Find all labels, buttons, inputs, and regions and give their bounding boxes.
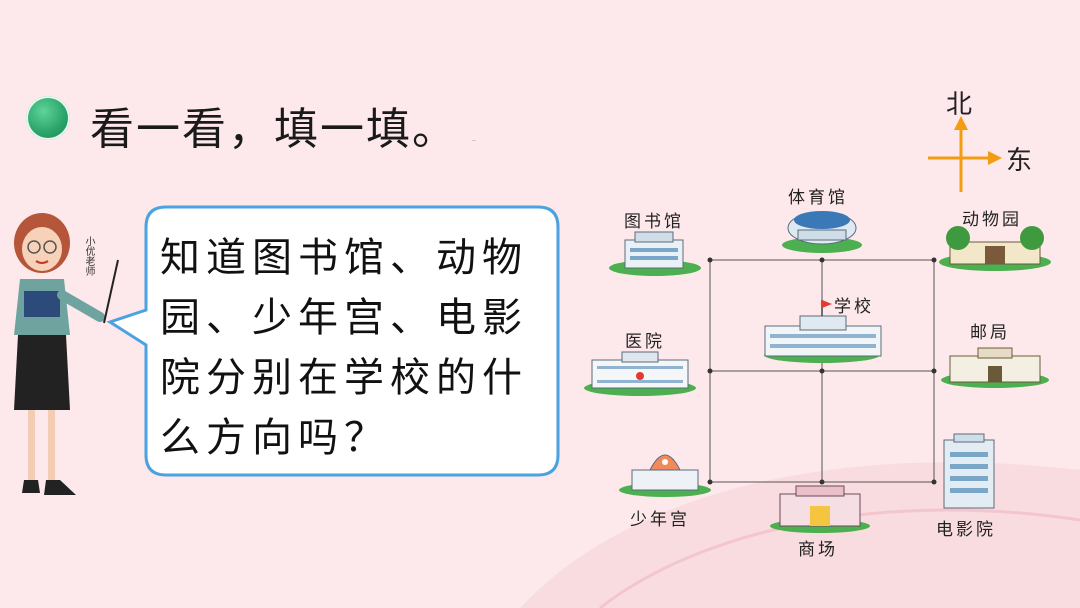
label-cinema: 电影院 [936, 520, 996, 540]
label-mall: 商场 [798, 540, 838, 560]
teacher-illustration [14, 213, 119, 495]
heading-mark: .. [472, 136, 476, 143]
label-youth-palace: 少年宫 [630, 510, 690, 530]
label-gym: 体育馆 [788, 188, 848, 208]
library-icon [609, 231, 701, 276]
compass-east-label: 东 [1006, 146, 1033, 176]
cinema-icon [943, 433, 995, 509]
mall-icon [770, 485, 870, 533]
post-office-icon [941, 347, 1049, 388]
label-hospital: 医院 [625, 332, 665, 352]
map-diagram [584, 116, 1051, 533]
label-library: 图书馆 [624, 212, 684, 232]
label-post-office: 邮局 [970, 323, 1010, 343]
gym-icon [782, 211, 862, 253]
page-title: 看一看，填一填。 [90, 104, 458, 155]
label-zoo: 动物园 [962, 210, 1022, 230]
compass-north-label: 北 [946, 90, 973, 120]
label-school: 学校 [834, 297, 874, 317]
question-text: 知道图书馆、动物园、少年宫、电影院分别在学校的什么方向吗？ [160, 235, 528, 461]
zoo-icon [939, 226, 1051, 271]
compass-icon [928, 116, 1002, 192]
bullet-dot [26, 96, 70, 140]
school-icon [764, 300, 882, 363]
youth-palace-icon [619, 454, 711, 497]
teacher-label: 小优老师 [83, 236, 94, 276]
hospital-icon [584, 351, 696, 396]
